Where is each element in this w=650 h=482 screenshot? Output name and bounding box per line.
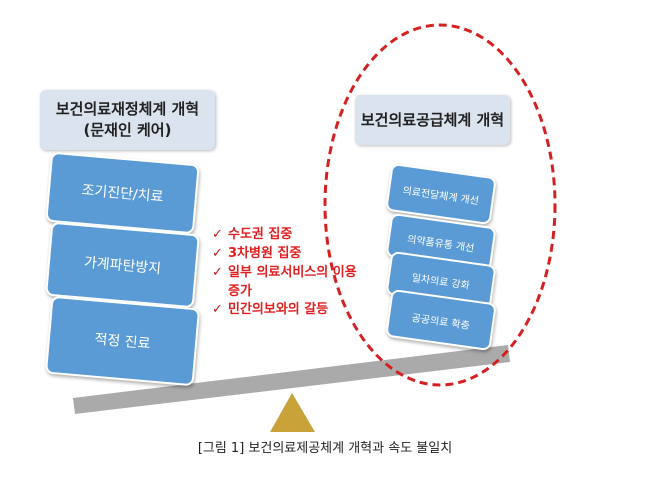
left-header-line1: 보건의료재정체계 개혁 (55, 100, 200, 118)
left-block-household-protection: 가계파탄방지 (45, 221, 200, 309)
issue-item: ✓ 일부 의료서비스의 이용 증가 (212, 264, 358, 302)
check-icon: ✓ (212, 264, 223, 280)
block-label: 의약품유통 개선 (406, 233, 475, 255)
figure-caption: [그림 1] 보건의료제공체계 개혁과 속도 불일치 (197, 441, 453, 456)
block-label: 조기진단/치료 (80, 182, 164, 206)
block-label: 적정 진료 (93, 331, 151, 353)
left-block-early-diagnosis: 조기진단/치료 (45, 151, 200, 235)
issue-label: 민간의보와의 갈등 (228, 302, 329, 318)
right-header-label: 보건의료공급체계 개혁 (360, 110, 505, 129)
left-header-line2: (문재인 케어) (83, 121, 172, 139)
check-icon: ✓ (212, 245, 223, 261)
issue-item: ✓ 수도권 집중 (212, 226, 358, 245)
block-label: 공공의료 확충 (411, 312, 471, 332)
issue-item: ✓ 민간의보와의 갈등 (212, 301, 358, 320)
issue-label: 일부 의료서비스의 이용 증가 (228, 264, 357, 299)
right-header: 보건의료공급체계 개혁 (355, 95, 510, 145)
block-label: 가계파탄방지 (83, 254, 162, 278)
check-icon: ✓ (212, 227, 223, 242)
issue-label: 수도권 집중 (228, 227, 293, 242)
issue-label: 3차병원 집중 (228, 245, 302, 261)
fulcrum-triangle (270, 393, 315, 432)
check-icon: ✓ (212, 302, 223, 318)
block-label: 일차의료 강화 (411, 272, 471, 292)
issue-list: ✓ 수도권 집중 ✓ 3차병원 집중 ✓ 일부 의료서비스의 이용 증가 ✓ 민간의보와… (212, 226, 358, 320)
left-header: 보건의료재정체계 개혁 (문재인 케어) (40, 90, 215, 150)
issue-item: ✓ 3차병원 집중 (212, 245, 358, 264)
left-block-proper-care: 적정 진료 (44, 295, 201, 387)
balance-beam (73, 345, 510, 414)
block-label: 의료전달체계 개선 (401, 185, 480, 207)
highlight-dashed-ellipse (323, 23, 557, 387)
